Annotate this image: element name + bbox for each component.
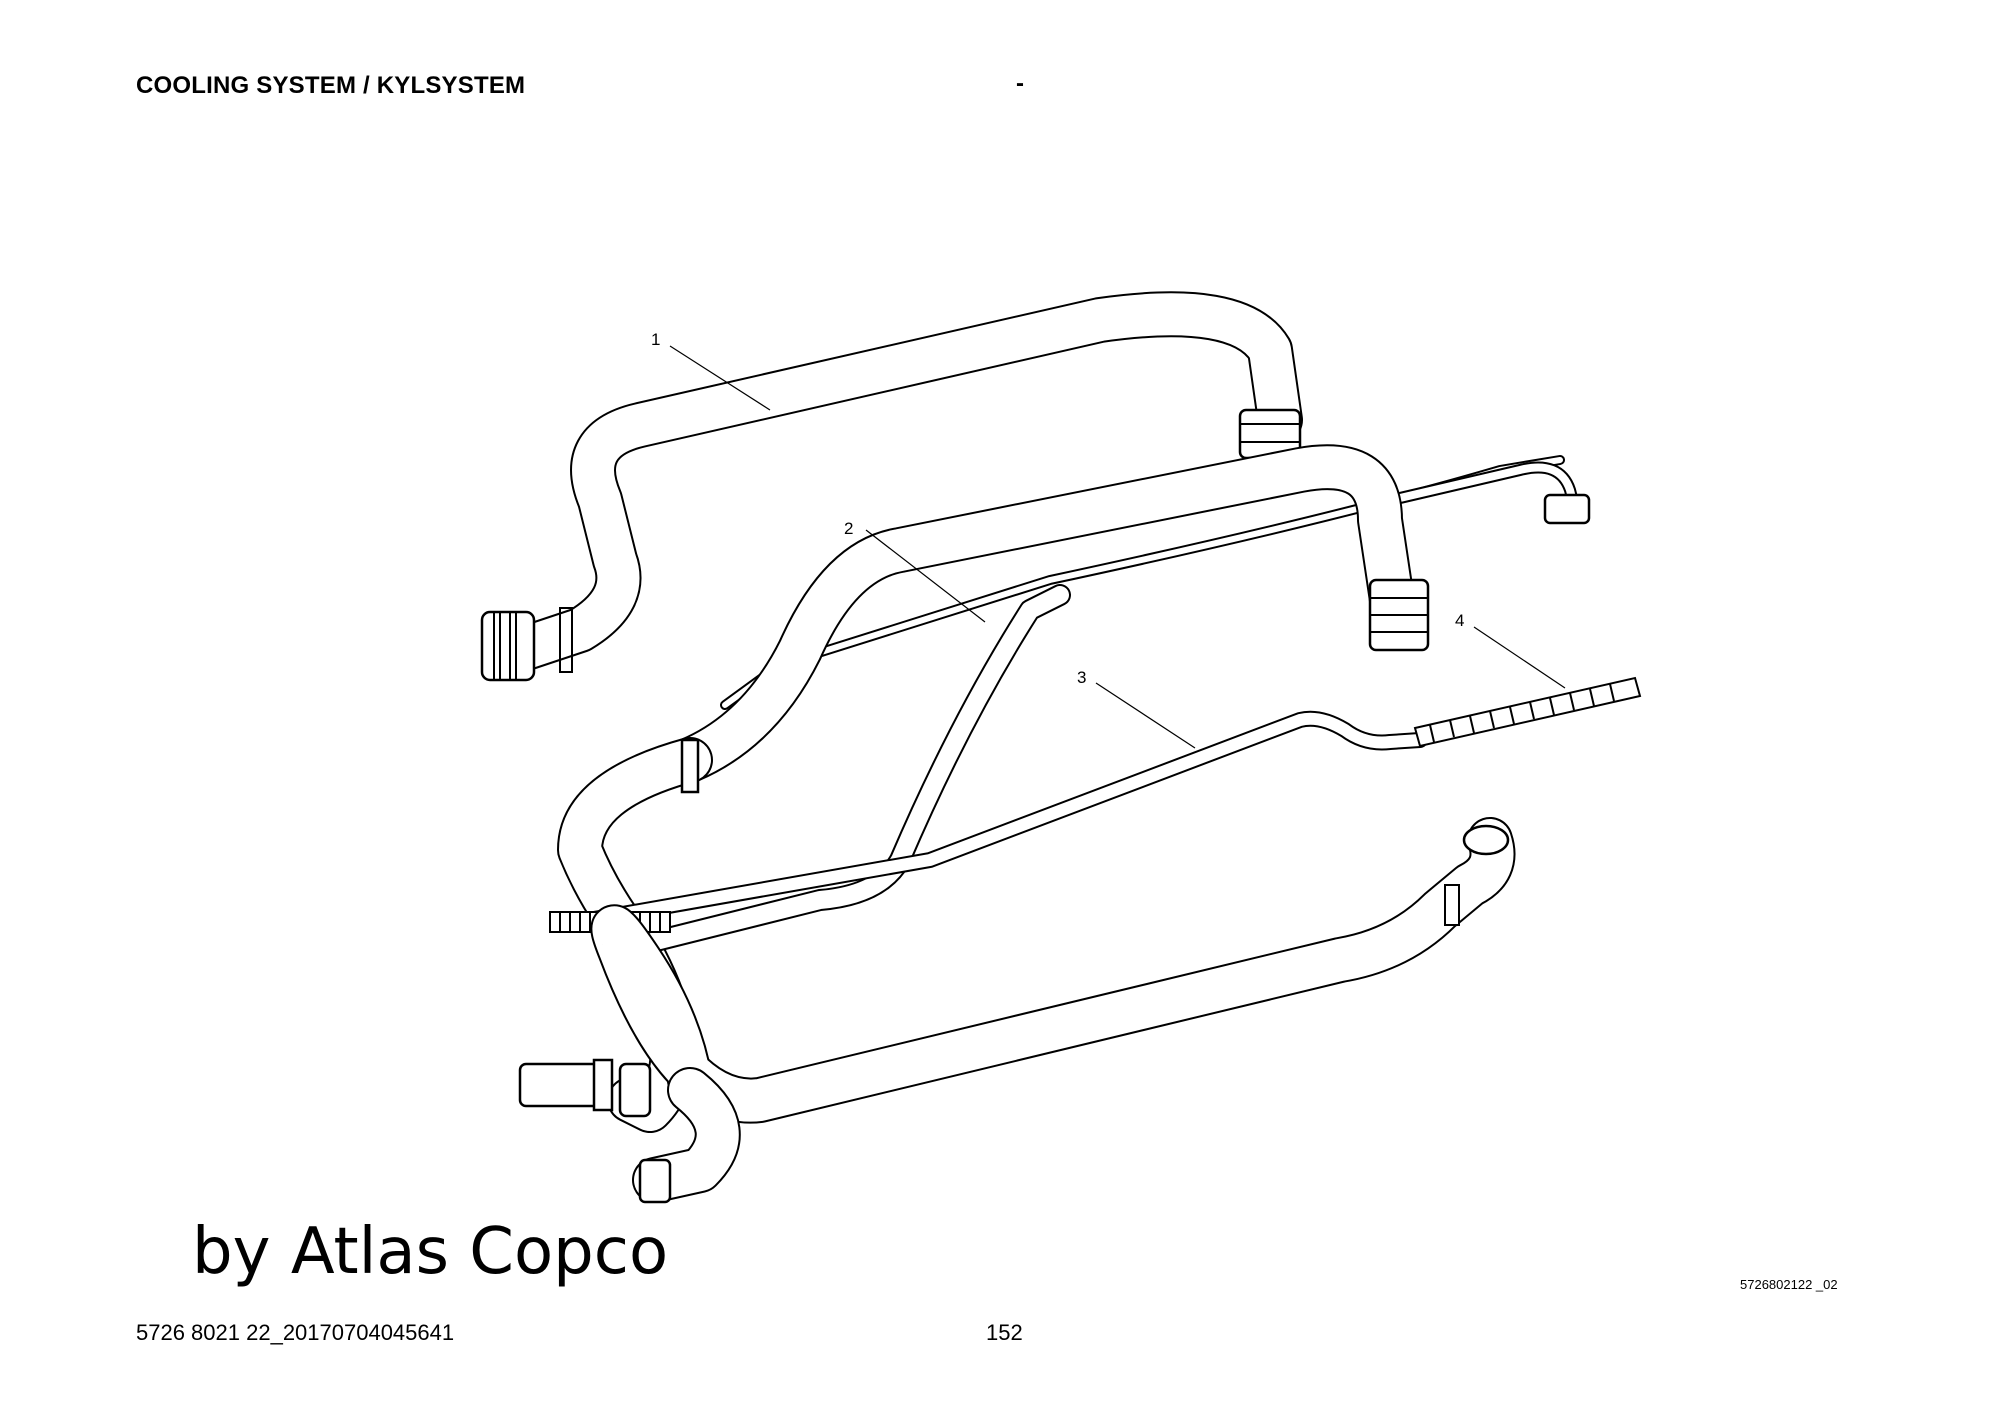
- pipe-4-spring: [1413, 676, 1642, 748]
- pipe-middle: [557, 444, 1430, 1133]
- pipe-1: [480, 291, 1303, 682]
- pipe-diagonal: [609, 584, 1071, 961]
- pipe-ends-left: [518, 1058, 652, 1118]
- callout-4: 4: [1455, 611, 1464, 630]
- drawing-reference: 5726802122 _02: [1740, 1277, 1838, 1292]
- callout-2: 2: [844, 519, 853, 538]
- watermark: by Atlas Copco: [192, 1215, 669, 1289]
- pipe-3: [549, 710, 1428, 933]
- pipe-lower: [590, 817, 1516, 1204]
- callout-1: 1: [651, 330, 660, 349]
- callout-leaders: [669, 345, 1566, 749]
- page-title: COOLING SYSTEM / KYLSYSTEM: [136, 72, 526, 99]
- header-separator: -: [1016, 70, 1024, 97]
- callout-3: 3: [1077, 668, 1086, 687]
- pipe-2-rod: [720, 455, 1591, 710]
- document-id: 5726 8021 22_20170704045641: [136, 1320, 455, 1345]
- page-number: 152: [986, 1320, 1023, 1345]
